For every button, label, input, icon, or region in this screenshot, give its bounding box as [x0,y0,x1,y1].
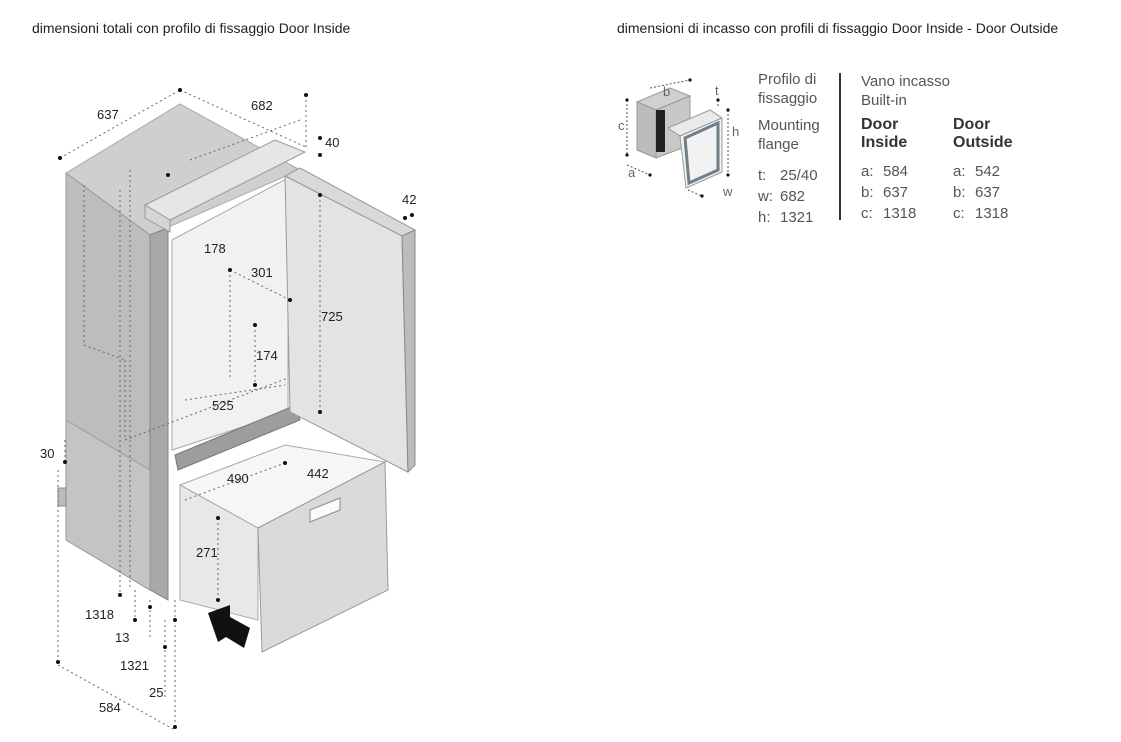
label-c: c [618,118,625,133]
door-inside-row-c: c:1318 [861,205,917,222]
flange-row-t: t:25/40 [758,167,818,184]
dim-174: 174 [256,348,278,363]
dim-637: 637 [97,107,119,122]
door-inside-row-a: a:584 [861,163,909,180]
flange-row-h: h:1321 [758,209,814,226]
flange-title-it-1: Profilo di [758,71,817,88]
door-outside-column: Door Outside a:542 b:637 c:1318 [953,116,1013,223]
door-outside-label-1: Door [953,116,991,133]
flange-row-w: w:682 [758,188,806,205]
dim-442: 442 [307,466,329,481]
door-inside-label-1: Door [861,116,899,133]
dim-301: 301 [251,265,273,280]
flange-title-en-1: Mounting [758,117,820,134]
push-arrow-icon [208,605,250,648]
door-outside-row-b: b:637 [953,184,1001,201]
builtin-diagram: b c a t h w [618,78,739,199]
dim-1318: 1318 [85,607,114,622]
label-h: h [732,124,739,139]
flange-block: Profilo di fissaggio Mounting flange t:2… [758,70,820,227]
upper-door [283,167,417,474]
dim-525: 525 [212,398,234,413]
builtin-title: Vano incasso Built-in [861,72,950,110]
dim-271: 271 [196,545,218,560]
door-inside-label-2: Inside [861,134,908,151]
left-heading: dimensioni totali con profilo di fissagg… [32,20,351,36]
door-inside-column: Door Inside a:584 b:637 c:1318 [861,116,916,223]
dim-30: 30 [40,446,54,461]
builtin-title-en: Built-in [861,92,907,109]
label-b: b [663,84,670,99]
construction-lines [57,89,413,731]
drawer [178,444,389,653]
door-outside-label-2: Outside [953,134,1013,151]
dim-1321: 1321 [120,658,149,673]
builtin-title-it: Vano incasso [861,73,950,90]
dim-725: 725 [321,309,343,324]
dim-25: 25 [149,685,163,700]
door-inside-row-b: b:637 [861,184,909,201]
dim-584: 584 [99,700,121,715]
dim-682: 682 [251,98,273,113]
door-outside-row-a: a:542 [953,163,1001,180]
door-outside-row-c: c:1318 [953,205,1009,222]
right-heading: dimensioni di incasso con profili di fis… [617,20,1059,36]
flange-title-it-2: fissaggio [758,90,818,107]
dimension-dots [56,88,414,729]
dim-178: 178 [204,241,226,256]
dim-490: 490 [227,471,249,486]
cabinet-body [57,103,307,601]
dim-13: 13 [115,630,129,645]
table-separator [839,73,841,220]
label-a: a [628,165,636,180]
dim-42: 42 [402,192,416,207]
dim-40: 40 [325,135,339,150]
label-w: w [722,184,733,199]
label-t: t [715,83,719,98]
flange-title-en-2: flange [758,136,799,153]
